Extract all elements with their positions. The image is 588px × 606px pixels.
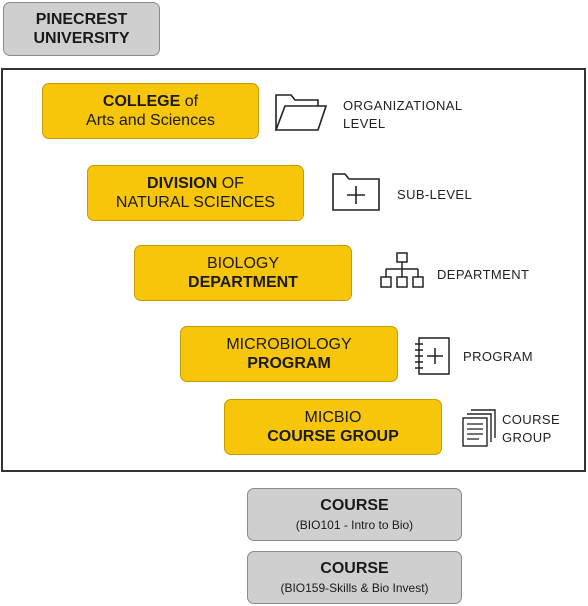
university-line1: PINECREST: [35, 10, 128, 28]
college-name: Arts and Sciences: [86, 112, 215, 129]
sub-level-label: SUB-LEVEL: [397, 187, 473, 202]
course-subtitle: (BIO101 - Intro to Bio): [295, 518, 414, 533]
biology-department-box: BIOLOGY DEPARTMENT: [134, 245, 352, 301]
micbio-title: MICBIO: [304, 408, 362, 426]
division-name: NATURAL SCIENCES: [115, 194, 276, 211]
division-box: DIVISION OF NATURAL SCIENCES: [87, 165, 304, 221]
microbiology-title: MICROBIOLOGY: [226, 335, 352, 353]
course-group-label: COURSE GROUP: [502, 412, 561, 445]
program-title: PROGRAM: [247, 355, 331, 372]
folder-plus-icon: [332, 173, 380, 211]
microbiology-program-box: MICROBIOLOGY PROGRAM: [180, 326, 398, 382]
course-title: COURSE: [320, 560, 389, 578]
division-title: DIVISION: [147, 174, 218, 192]
course-subtitle: (BIO159-Skills & Bio Invest): [280, 581, 429, 596]
course-title: COURSE: [320, 497, 389, 515]
department-label: DEPARTMENT: [437, 267, 530, 282]
course-group-title: COURSE GROUP: [267, 428, 399, 445]
notebook-plus-icon: [415, 337, 450, 375]
department-title: DEPARTMENT: [188, 274, 298, 291]
college-box: COLLEGE of Arts and Sciences: [42, 83, 259, 139]
college-title: COLLEGE: [102, 92, 181, 110]
course-box-bio159: COURSE (BIO159-Skills & Bio Invest): [247, 551, 462, 604]
course-box-bio101: COURSE (BIO101 - Intro to Bio): [247, 488, 462, 541]
university-line2: UNIVERSITY: [33, 30, 130, 47]
university-box: PINECREST UNIVERSITY: [3, 2, 160, 56]
college-of: of: [180, 92, 199, 110]
course-group-box: MICBIO COURSE GROUP: [224, 399, 442, 455]
hierarchy-frame: [1, 68, 586, 472]
program-label: PROGRAM: [463, 349, 533, 364]
organizational-level-label: ORGANIZATIONAL LEVEL: [343, 98, 463, 131]
org-chart-icon: [380, 252, 424, 288]
folder-open-icon: [274, 94, 328, 131]
biology-title: BIOLOGY: [206, 254, 280, 272]
division-of: OF: [217, 174, 244, 192]
documents-stack-icon: [462, 409, 496, 447]
